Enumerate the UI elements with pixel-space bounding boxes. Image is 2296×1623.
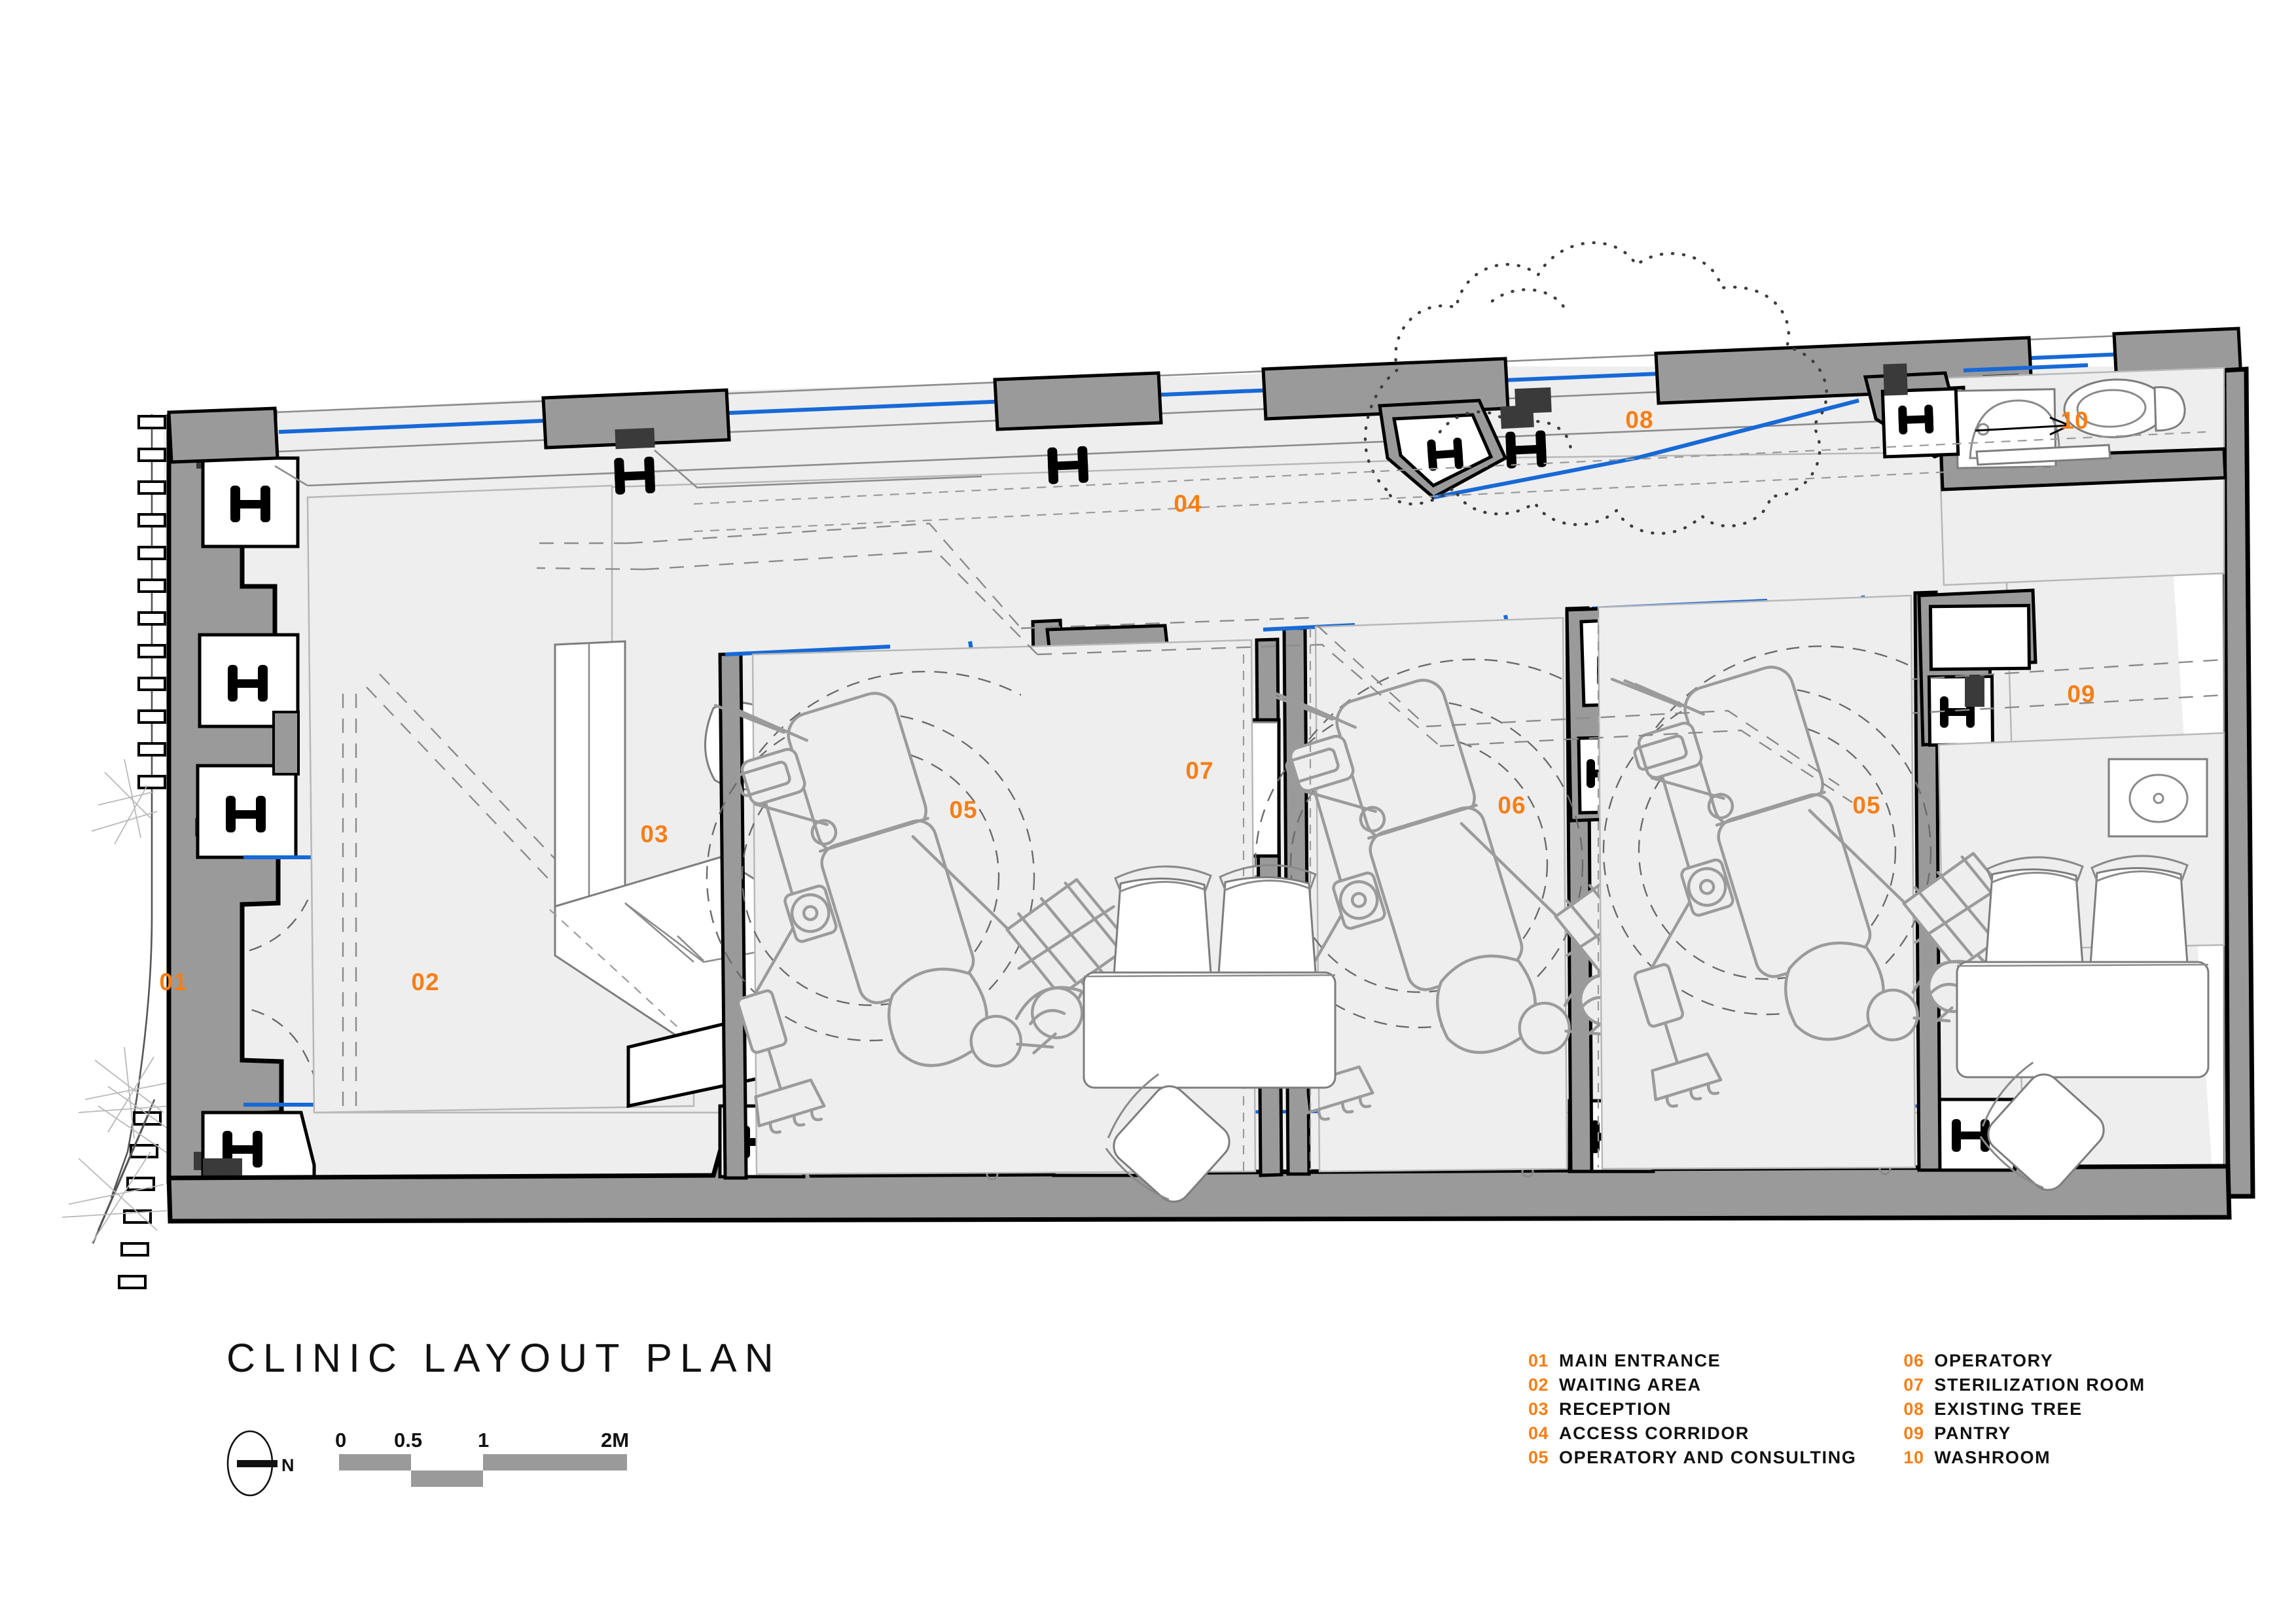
legend-label: RECEPTION — [1559, 1399, 1672, 1419]
dental-chair — [713, 692, 1138, 1134]
legend-item-04: 04 ACCESS CORRIDOR — [1528, 1422, 1856, 1445]
operatory-06 — [1254, 616, 1686, 1173]
room-tag-reception: 03 — [640, 821, 668, 847]
legend-item-09: 09 PANTRY — [1903, 1422, 2145, 1445]
legend-number: 05 — [1528, 1448, 1549, 1468]
page-title: CLINIC LAYOUT PLAN — [226, 1336, 781, 1380]
legend-number: 10 — [1903, 1448, 1924, 1468]
legend-number: 03 — [1528, 1399, 1549, 1419]
legend-item-08: 08 EXISTING TREE — [1903, 1398, 2145, 1421]
dental-chair — [1262, 679, 1686, 1121]
washroom — [1863, 363, 2227, 586]
scale-bar-graphic — [339, 1454, 627, 1487]
legend-number: 06 — [1903, 1351, 1924, 1370]
legend-item-07: 07 STERILIZATION ROOM — [1903, 1374, 2145, 1397]
room-tag-operatory: 06 — [1498, 792, 1526, 819]
legend-item-05: 05 OPERATORY AND CONSULTING — [1528, 1446, 1856, 1469]
legend-label: PANTRY — [1934, 1423, 2012, 1444]
existing-tree-canopy — [1363, 241, 1829, 535]
legend-label: WASHROOM — [1934, 1448, 2051, 1468]
legend-label: STERILIZATION ROOM — [1934, 1375, 2145, 1395]
legend-item-06: 06 OPERATORY — [1903, 1349, 2145, 1372]
left-wall-openings — [196, 456, 316, 1180]
legend-label: EXISTING TREE — [1934, 1399, 2083, 1419]
room-tag-access-corridor: 04 — [1174, 490, 1202, 517]
operatory-05-right — [1597, 594, 2034, 1170]
corridor-ceiling-lines — [536, 431, 2213, 804]
tree-court-niche — [1378, 399, 1859, 500]
legend-item-10: 10 WASHROOM — [1903, 1446, 2145, 1469]
legend-number: 08 — [1903, 1399, 1924, 1419]
room-tag-operatory-consulting-left: 05 — [949, 796, 977, 823]
legend-label: MAIN ENTRANCE — [1559, 1351, 1721, 1370]
chair-rotated — [1105, 1073, 1230, 1203]
scale-tick-0-5: 0.5 — [394, 1429, 422, 1452]
room-tag-operatory-consulting-right: 05 — [1852, 792, 1880, 819]
legend-column-right: 06 OPERATORY 07 STERILIZATION ROOM 08 EXISTIN… — [1903, 1349, 2145, 1469]
legend-label: ACCESS CORRIDOR — [1559, 1423, 1750, 1444]
scale-tick-2m: 2M — [601, 1429, 629, 1452]
scale-tick-1: 1 — [478, 1429, 489, 1452]
legend-column-left: 01 MAIN ENTRANCE 02 WAITING AREA 03 RECEPTION… — [1528, 1349, 1856, 1469]
legend-label: OPERATORY AND CONSULTING — [1559, 1448, 1857, 1468]
chair-pair — [1984, 855, 2189, 967]
legend-number: 02 — [1528, 1375, 1549, 1395]
legend-number: 04 — [1528, 1423, 1549, 1444]
legend-item-03: 03 RECEPTION — [1528, 1398, 1856, 1421]
legend-item-01: 01 MAIN ENTRANCE — [1528, 1349, 1856, 1372]
legend: 01 MAIN ENTRANCE 02 WAITING AREA 03 RECEPTION… — [1528, 1349, 2145, 1469]
right-exterior-wall — [2221, 366, 2255, 1199]
legend-number: 09 — [1903, 1423, 1924, 1444]
room-tag-existing-tree: 08 — [1625, 406, 1653, 433]
legend-label: OPERATORY — [1934, 1351, 2054, 1370]
legend-number: 01 — [1528, 1351, 1549, 1370]
room-tag-sterilization-room: 07 — [1185, 757, 1213, 784]
scale-tick-0: 0 — [335, 1429, 346, 1452]
north-label: N — [281, 1455, 295, 1475]
legend-item-02: 02 WAITING AREA — [1528, 1374, 1856, 1397]
room-tag-washroom: 10 — [2060, 407, 2089, 434]
room-number-tags: 01 02 03 04 05 06 07 08 09 10 05 — [159, 406, 2095, 995]
toilet-fixture — [2063, 378, 2186, 438]
room-tag-main-entrance: 01 — [159, 969, 187, 995]
legend-number: 07 — [1903, 1375, 1924, 1395]
chair-rotated — [1979, 1061, 2105, 1191]
room-tag-pantry: 09 — [2067, 681, 2095, 707]
consult-desk-right — [1956, 855, 2210, 1191]
room-tag-waiting-area: 02 — [411, 969, 439, 995]
site-fence — [92, 414, 166, 1289]
consult-desk-left — [1083, 864, 1336, 1203]
chair-pair — [1113, 864, 1317, 976]
scale-and-north: N 0 0.5 1 2M — [226, 1429, 629, 1497]
legend-label: WAITING AREA — [1559, 1375, 1702, 1395]
north-arrow-icon — [226, 1430, 278, 1497]
